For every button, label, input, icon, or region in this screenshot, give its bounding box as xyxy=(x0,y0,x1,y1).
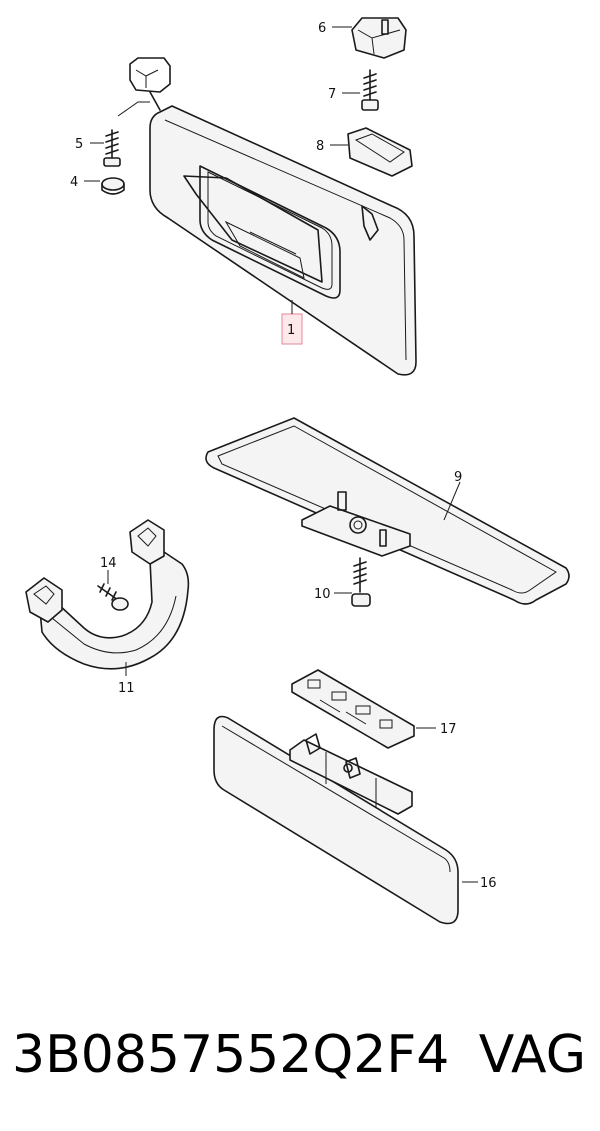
caption-bar: 3B0857552Q2F4 VAG xyxy=(0,1010,600,1100)
callout-1[interactable]: 1 xyxy=(287,323,295,338)
sun-visor-part[interactable] xyxy=(129,57,417,376)
callout-5[interactable]: 5 xyxy=(75,137,83,152)
callout-10[interactable]: 10 xyxy=(314,587,331,602)
sun-visor-plate-part[interactable] xyxy=(205,417,570,605)
part-number-label: 3B0857552Q2F4 xyxy=(12,1025,450,1085)
callout-14[interactable]: 14 xyxy=(100,556,117,571)
callout-7[interactable]: 7 xyxy=(328,87,336,102)
screw-part-10[interactable] xyxy=(351,557,371,607)
parts-diagram: 1 4 5 6 7 8 xyxy=(25,17,570,925)
callout-4[interactable]: 4 xyxy=(70,175,78,190)
callout-11[interactable]: 11 xyxy=(118,681,135,696)
callout-6[interactable]: 6 xyxy=(318,21,326,36)
callout-9[interactable]: 9 xyxy=(454,470,462,485)
cover-cap-part[interactable] xyxy=(347,127,413,177)
callout-17[interactable]: 17 xyxy=(440,722,457,737)
grab-handle-part[interactable] xyxy=(25,519,190,670)
callout-8[interactable]: 8 xyxy=(316,139,324,154)
screw-part-5[interactable] xyxy=(103,101,150,167)
washer-part[interactable] xyxy=(101,177,125,195)
callout-16[interactable]: 16 xyxy=(480,876,497,891)
clip-plate-part[interactable] xyxy=(291,669,415,749)
visor-panel-part[interactable] xyxy=(213,715,459,925)
screw-part-7[interactable] xyxy=(361,69,379,111)
brand-label: VAG xyxy=(478,1025,586,1085)
holder-clip-part[interactable] xyxy=(351,17,407,59)
screw-part-14[interactable] xyxy=(97,583,129,611)
